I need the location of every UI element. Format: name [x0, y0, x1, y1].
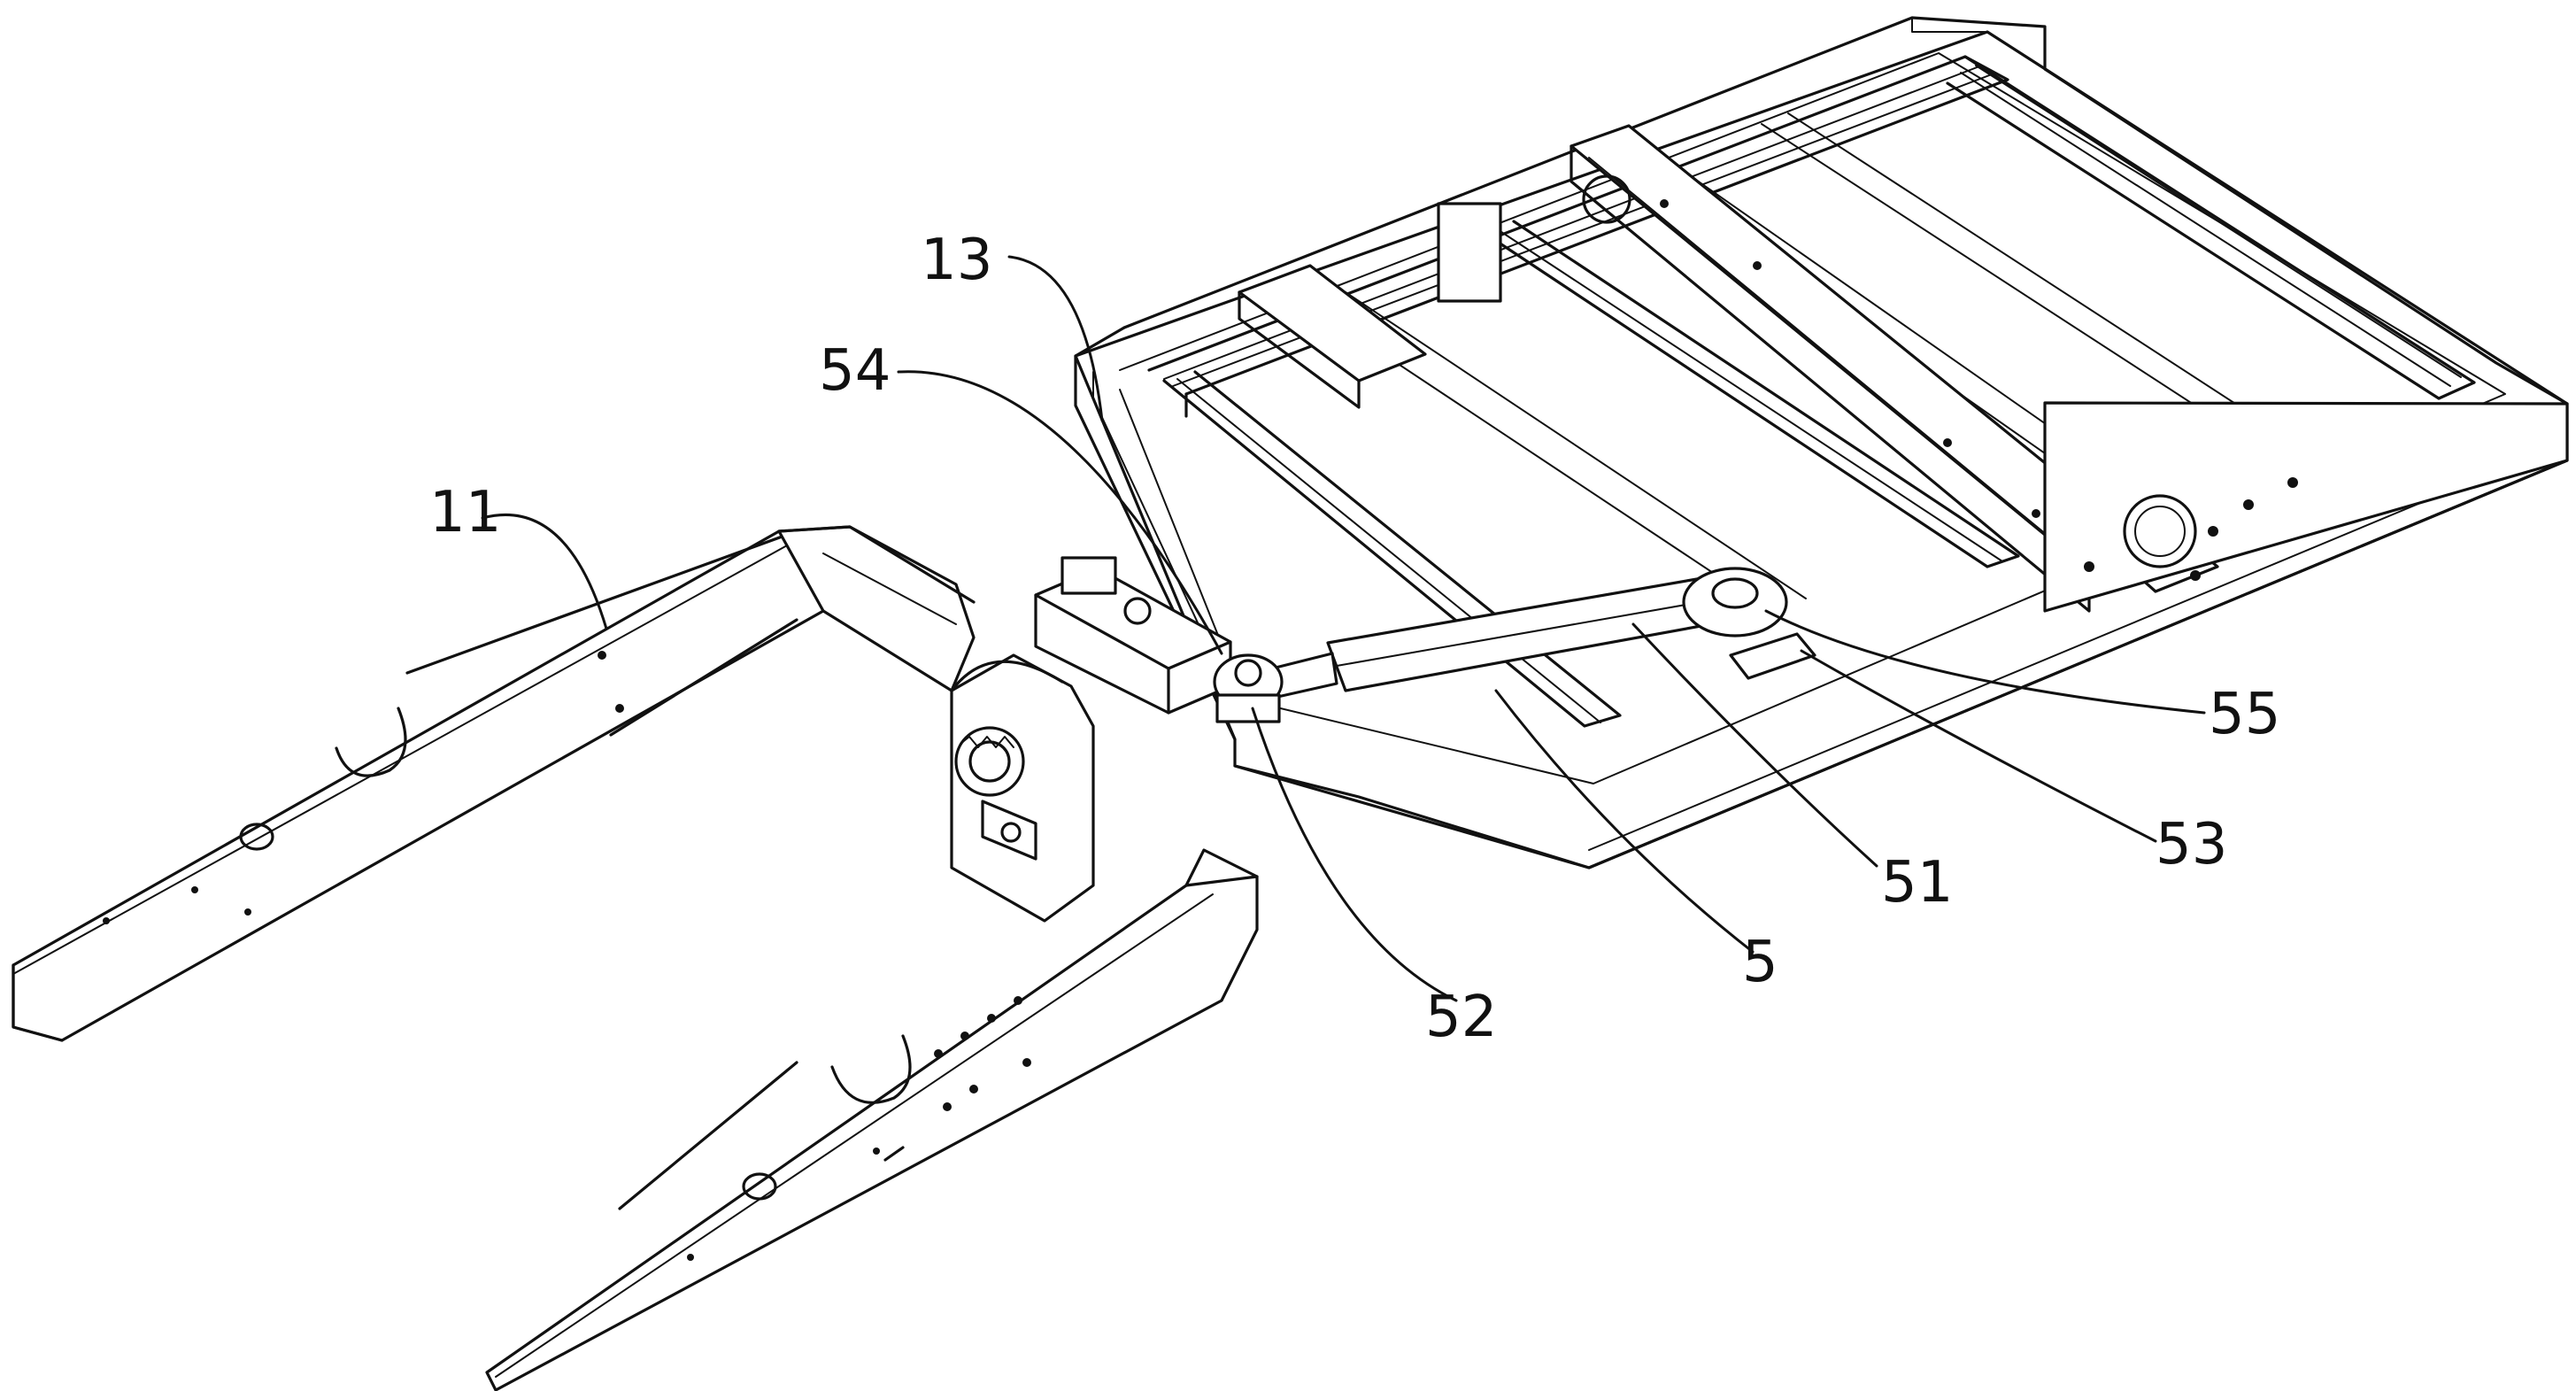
- label-13: 13: [921, 228, 992, 293]
- label-11: 11: [429, 480, 501, 545]
- label-55: 55: [2209, 682, 2280, 747]
- label-53: 53: [2156, 812, 2227, 877]
- label-54: 54: [819, 338, 891, 404]
- leader-13: [1009, 257, 1102, 421]
- seat-frame: [1076, 18, 2567, 868]
- base-arm-right: [487, 877, 1257, 1390]
- label-51: 51: [1881, 850, 1953, 916]
- label-52: 52: [1425, 985, 1497, 1050]
- base-arm-left: [13, 531, 823, 1040]
- label-5: 5: [1742, 930, 1778, 995]
